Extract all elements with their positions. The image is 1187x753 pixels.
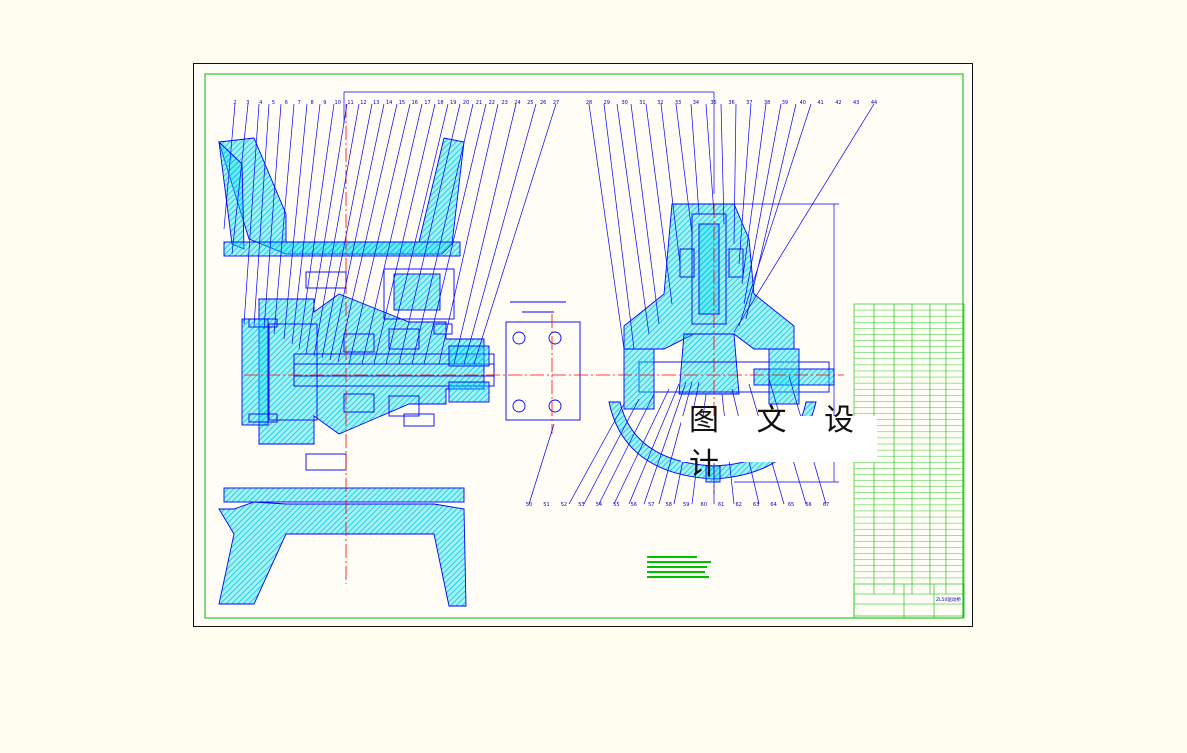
flange-plate	[505, 301, 581, 421]
top-left-balloon: 15	[399, 100, 405, 106]
top-left-balloon: 23	[501, 100, 507, 106]
top-right-balloon: 38	[764, 100, 770, 106]
bottom-balloon: 66	[805, 502, 811, 508]
wheel-hub-section	[218, 137, 495, 607]
title-block-drawing-title: ZL50驱动桥	[936, 596, 961, 603]
bottom-balloon: 65	[788, 502, 794, 508]
bottom-balloon: 67	[823, 502, 829, 508]
top-left-balloon: 16	[412, 100, 418, 106]
top-right-balloon: 41	[817, 100, 823, 106]
bottom-balloon: 61	[718, 502, 724, 508]
top-left-balloon: 10	[335, 100, 341, 106]
top-left-balloon: 22	[489, 100, 495, 106]
top-left-balloon: 24	[514, 100, 520, 106]
top-right-balloon: 28	[586, 100, 592, 106]
bottom-balloon: 51	[543, 502, 549, 508]
top-right-balloon: 42	[835, 100, 841, 106]
top-left-balloon: 7	[298, 100, 301, 106]
title-block	[853, 583, 965, 619]
top-left-balloon: 17	[424, 100, 430, 106]
top-left-balloon: 21	[476, 100, 482, 106]
top-left-balloon: 3	[246, 100, 249, 106]
bottom-balloon: 54	[596, 502, 602, 508]
bottom-balloon: 59	[683, 502, 689, 508]
top-right-balloon: 39	[782, 100, 788, 106]
top-left-balloon: 19	[450, 100, 456, 106]
top-right-balloon: 40	[800, 100, 806, 106]
top-right-balloon: 36	[728, 100, 734, 106]
top-left-balloon: 4	[259, 100, 262, 106]
bottom-balloon: 56	[631, 502, 637, 508]
top-right-balloon: 33	[675, 100, 681, 106]
top-left-balloon: 6	[285, 100, 288, 106]
top-left-balloon: 26	[540, 100, 546, 106]
top-left-balloon: 11	[347, 100, 353, 106]
inner-frame	[204, 73, 964, 619]
top-right-balloon: 43	[853, 100, 859, 106]
bottom-balloon: 55	[613, 502, 619, 508]
top-right-balloon: 29	[604, 100, 610, 106]
top-left-balloon: 2	[233, 100, 236, 106]
top-left-balloon: 25	[527, 100, 533, 106]
bottom-balloon: 58	[666, 502, 672, 508]
top-right-balloon: 44	[871, 100, 877, 106]
top-right-balloon: 32	[657, 100, 663, 106]
bottom-balloon: 63	[753, 502, 759, 508]
top-left-balloon: 8	[310, 100, 313, 106]
top-right-balloon: 34	[693, 100, 699, 106]
top-left-balloon: 27	[553, 100, 559, 106]
bottom-balloon: 62	[735, 502, 741, 508]
bottom-balloon: 60	[701, 502, 707, 508]
top-right-balloon: 31	[639, 100, 645, 106]
top-left-balloon: 18	[437, 100, 443, 106]
bottom-balloon: 53	[578, 502, 584, 508]
bottom-balloon: 50	[526, 502, 532, 508]
assembly-drawing: ZL50驱动桥 23456789101112131415161718192021…	[204, 73, 965, 619]
watermark-label: 图 文 设 计	[681, 403, 877, 482]
technical-notes	[647, 556, 711, 578]
top-right-balloon: 37	[746, 100, 752, 106]
top-left-balloon: 9	[323, 100, 326, 106]
top-left-balloon: 13	[373, 100, 379, 106]
bottom-balloon: 52	[561, 502, 567, 508]
top-left-balloon: 14	[386, 100, 392, 106]
center-lines	[244, 104, 844, 584]
top-left-balloon: 5	[272, 100, 275, 106]
top-right-balloon: 30	[621, 100, 627, 106]
top-right-balloon: 35	[711, 100, 717, 106]
bottom-balloon: 64	[770, 502, 776, 508]
bottom-balloon: 57	[648, 502, 654, 508]
top-left-balloon: 12	[360, 100, 366, 106]
top-left-balloon: 20	[463, 100, 469, 106]
